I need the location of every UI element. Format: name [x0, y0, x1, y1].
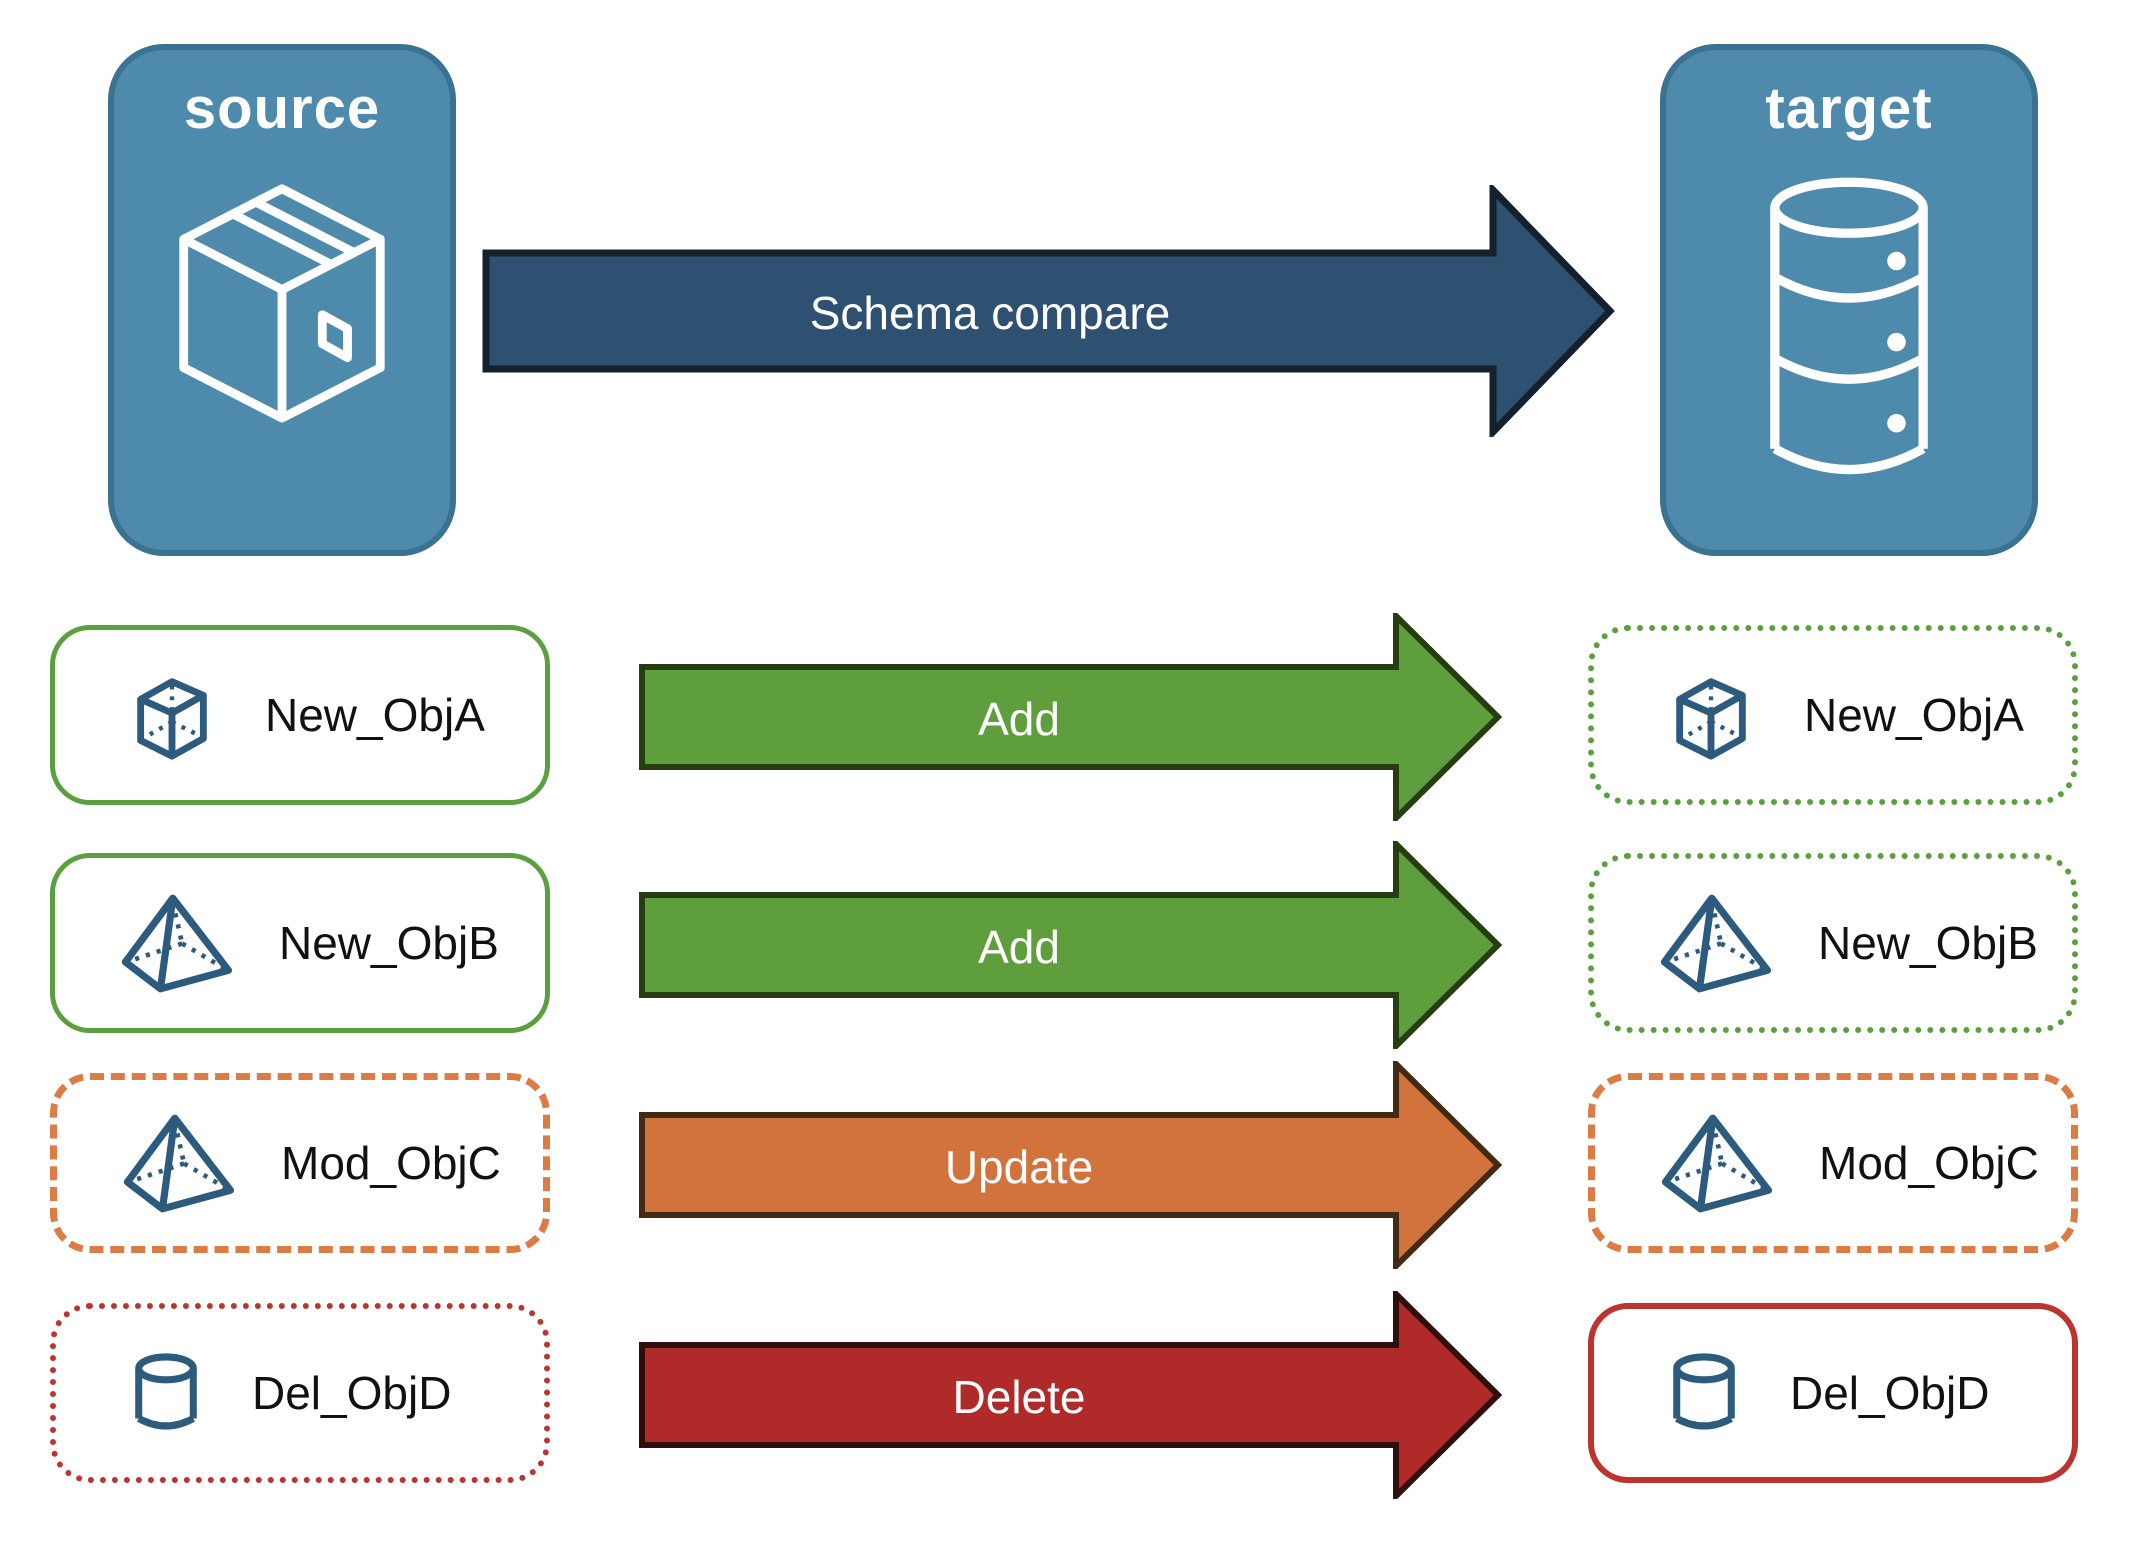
add-arrow-row-1: Add: [639, 613, 1503, 821]
cube-icon: [121, 666, 223, 764]
target-new-objb-box: New_ObjB: [1588, 853, 2078, 1033]
target-node-label: target: [1765, 76, 1933, 141]
object-label: Mod_ObjC: [281, 1137, 501, 1189]
add-arrow-shape: [639, 841, 1503, 1049]
add-arrow-shape: [639, 613, 1503, 821]
delete-arrow-label: Delete: [953, 1371, 1086, 1423]
source-node-label: source: [183, 76, 381, 141]
update-arrow: Update: [639, 1061, 1503, 1269]
object-label: New_ObjA: [265, 689, 485, 741]
object-label: Del_ObjD: [1790, 1367, 1990, 1419]
schema-compare-arrow-shape: [482, 185, 1615, 437]
object-label: Mod_ObjC: [1819, 1137, 2039, 1189]
object-label: New_ObjB: [1818, 917, 2038, 969]
cube-icon: [1660, 666, 1762, 764]
pyramid-icon: [121, 892, 237, 995]
update-arrow-label: Update: [945, 1141, 1093, 1193]
pyramid-icon: [123, 1112, 239, 1215]
add-arrow-label: Add: [978, 693, 1060, 745]
target-node: target: [1660, 44, 2038, 556]
pyramid-icon: [1660, 892, 1776, 995]
delete-arrow-shape: [639, 1291, 1503, 1499]
source-mod-objc-box: Mod_ObjC: [50, 1073, 550, 1253]
source-node: source: [108, 44, 456, 556]
cylinder-icon: [122, 1347, 210, 1439]
add-arrow-row-2: Add: [639, 841, 1503, 1049]
database-icon: [1770, 177, 1928, 475]
object-label: Del_ObjD: [252, 1367, 452, 1419]
delete-arrow: Delete: [639, 1291, 1503, 1499]
object-label: New_ObjA: [1804, 689, 2024, 741]
target-mod-objc-box: Mod_ObjC: [1588, 1073, 2078, 1253]
source-new-obja-box: New_ObjA: [50, 625, 550, 805]
schema-compare-arrow: Schema compare: [482, 185, 1615, 437]
package-box-icon: [179, 184, 385, 423]
update-arrow-shape: [639, 1061, 1503, 1269]
object-label: New_ObjB: [279, 917, 499, 969]
source-new-objb-box: New_ObjB: [50, 853, 550, 1033]
target-del-objd-box: Del_ObjD: [1588, 1303, 2078, 1483]
target-new-obja-box: New_ObjA: [1588, 625, 2078, 805]
schema-compare-arrow-label: Schema compare: [810, 287, 1171, 339]
cylinder-icon: [1660, 1347, 1748, 1439]
add-arrow-label: Add: [978, 921, 1060, 973]
source-del-objd-box: Del_ObjD: [50, 1303, 550, 1483]
pyramid-icon: [1661, 1112, 1777, 1215]
